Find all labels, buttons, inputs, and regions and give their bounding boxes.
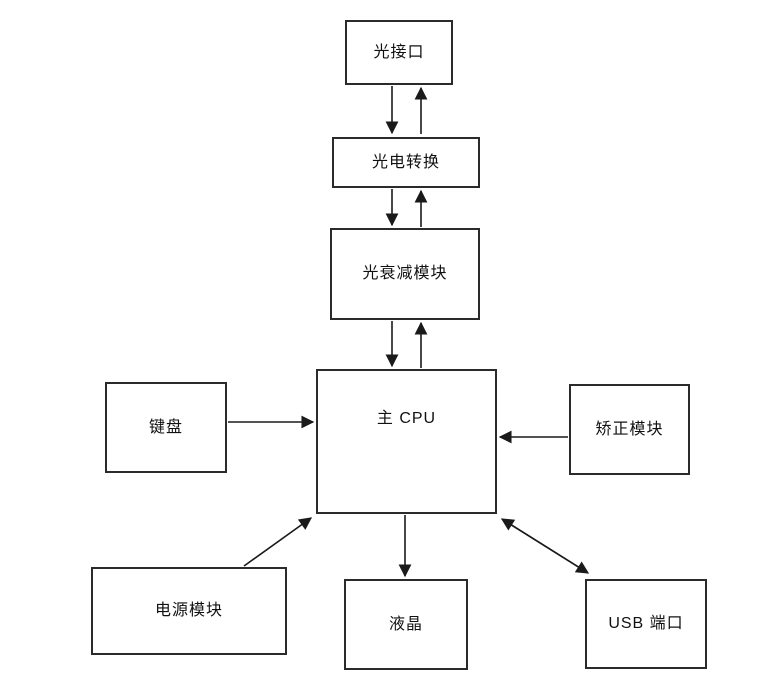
node-usb-port-label: USB 端口 [608,615,684,633]
node-main-cpu: 主 CPU [316,369,497,514]
node-optical-interface-label: 光接口 [373,43,425,61]
node-keyboard: 键盘 [105,382,227,473]
edge-cpu-to-usb [501,518,590,574]
node-correction-module-label: 矫正模块 [595,420,664,438]
node-lcd: 液晶 [344,579,468,670]
node-photoelectric-conversion: 光电转换 [332,137,480,188]
node-optical-interface: 光接口 [345,20,453,85]
node-optical-attenuation-module-label: 光衰减模块 [362,265,448,283]
node-usb-port: USB 端口 [585,579,707,669]
node-power-module-label: 电源模块 [154,602,223,620]
edge-power-to-cpu [243,517,313,567]
node-keyboard-label: 键盘 [148,418,183,436]
edge-usb-to-cpu [500,518,589,574]
node-correction-module: 矫正模块 [569,384,690,475]
node-power-module: 电源模块 [91,567,287,655]
node-optical-attenuation-module: 光衰减模块 [330,228,480,320]
node-photoelectric-conversion-label: 光电转换 [371,153,440,171]
node-main-cpu-label: 主 CPU [376,410,437,427]
node-lcd-label: 液晶 [388,615,423,633]
